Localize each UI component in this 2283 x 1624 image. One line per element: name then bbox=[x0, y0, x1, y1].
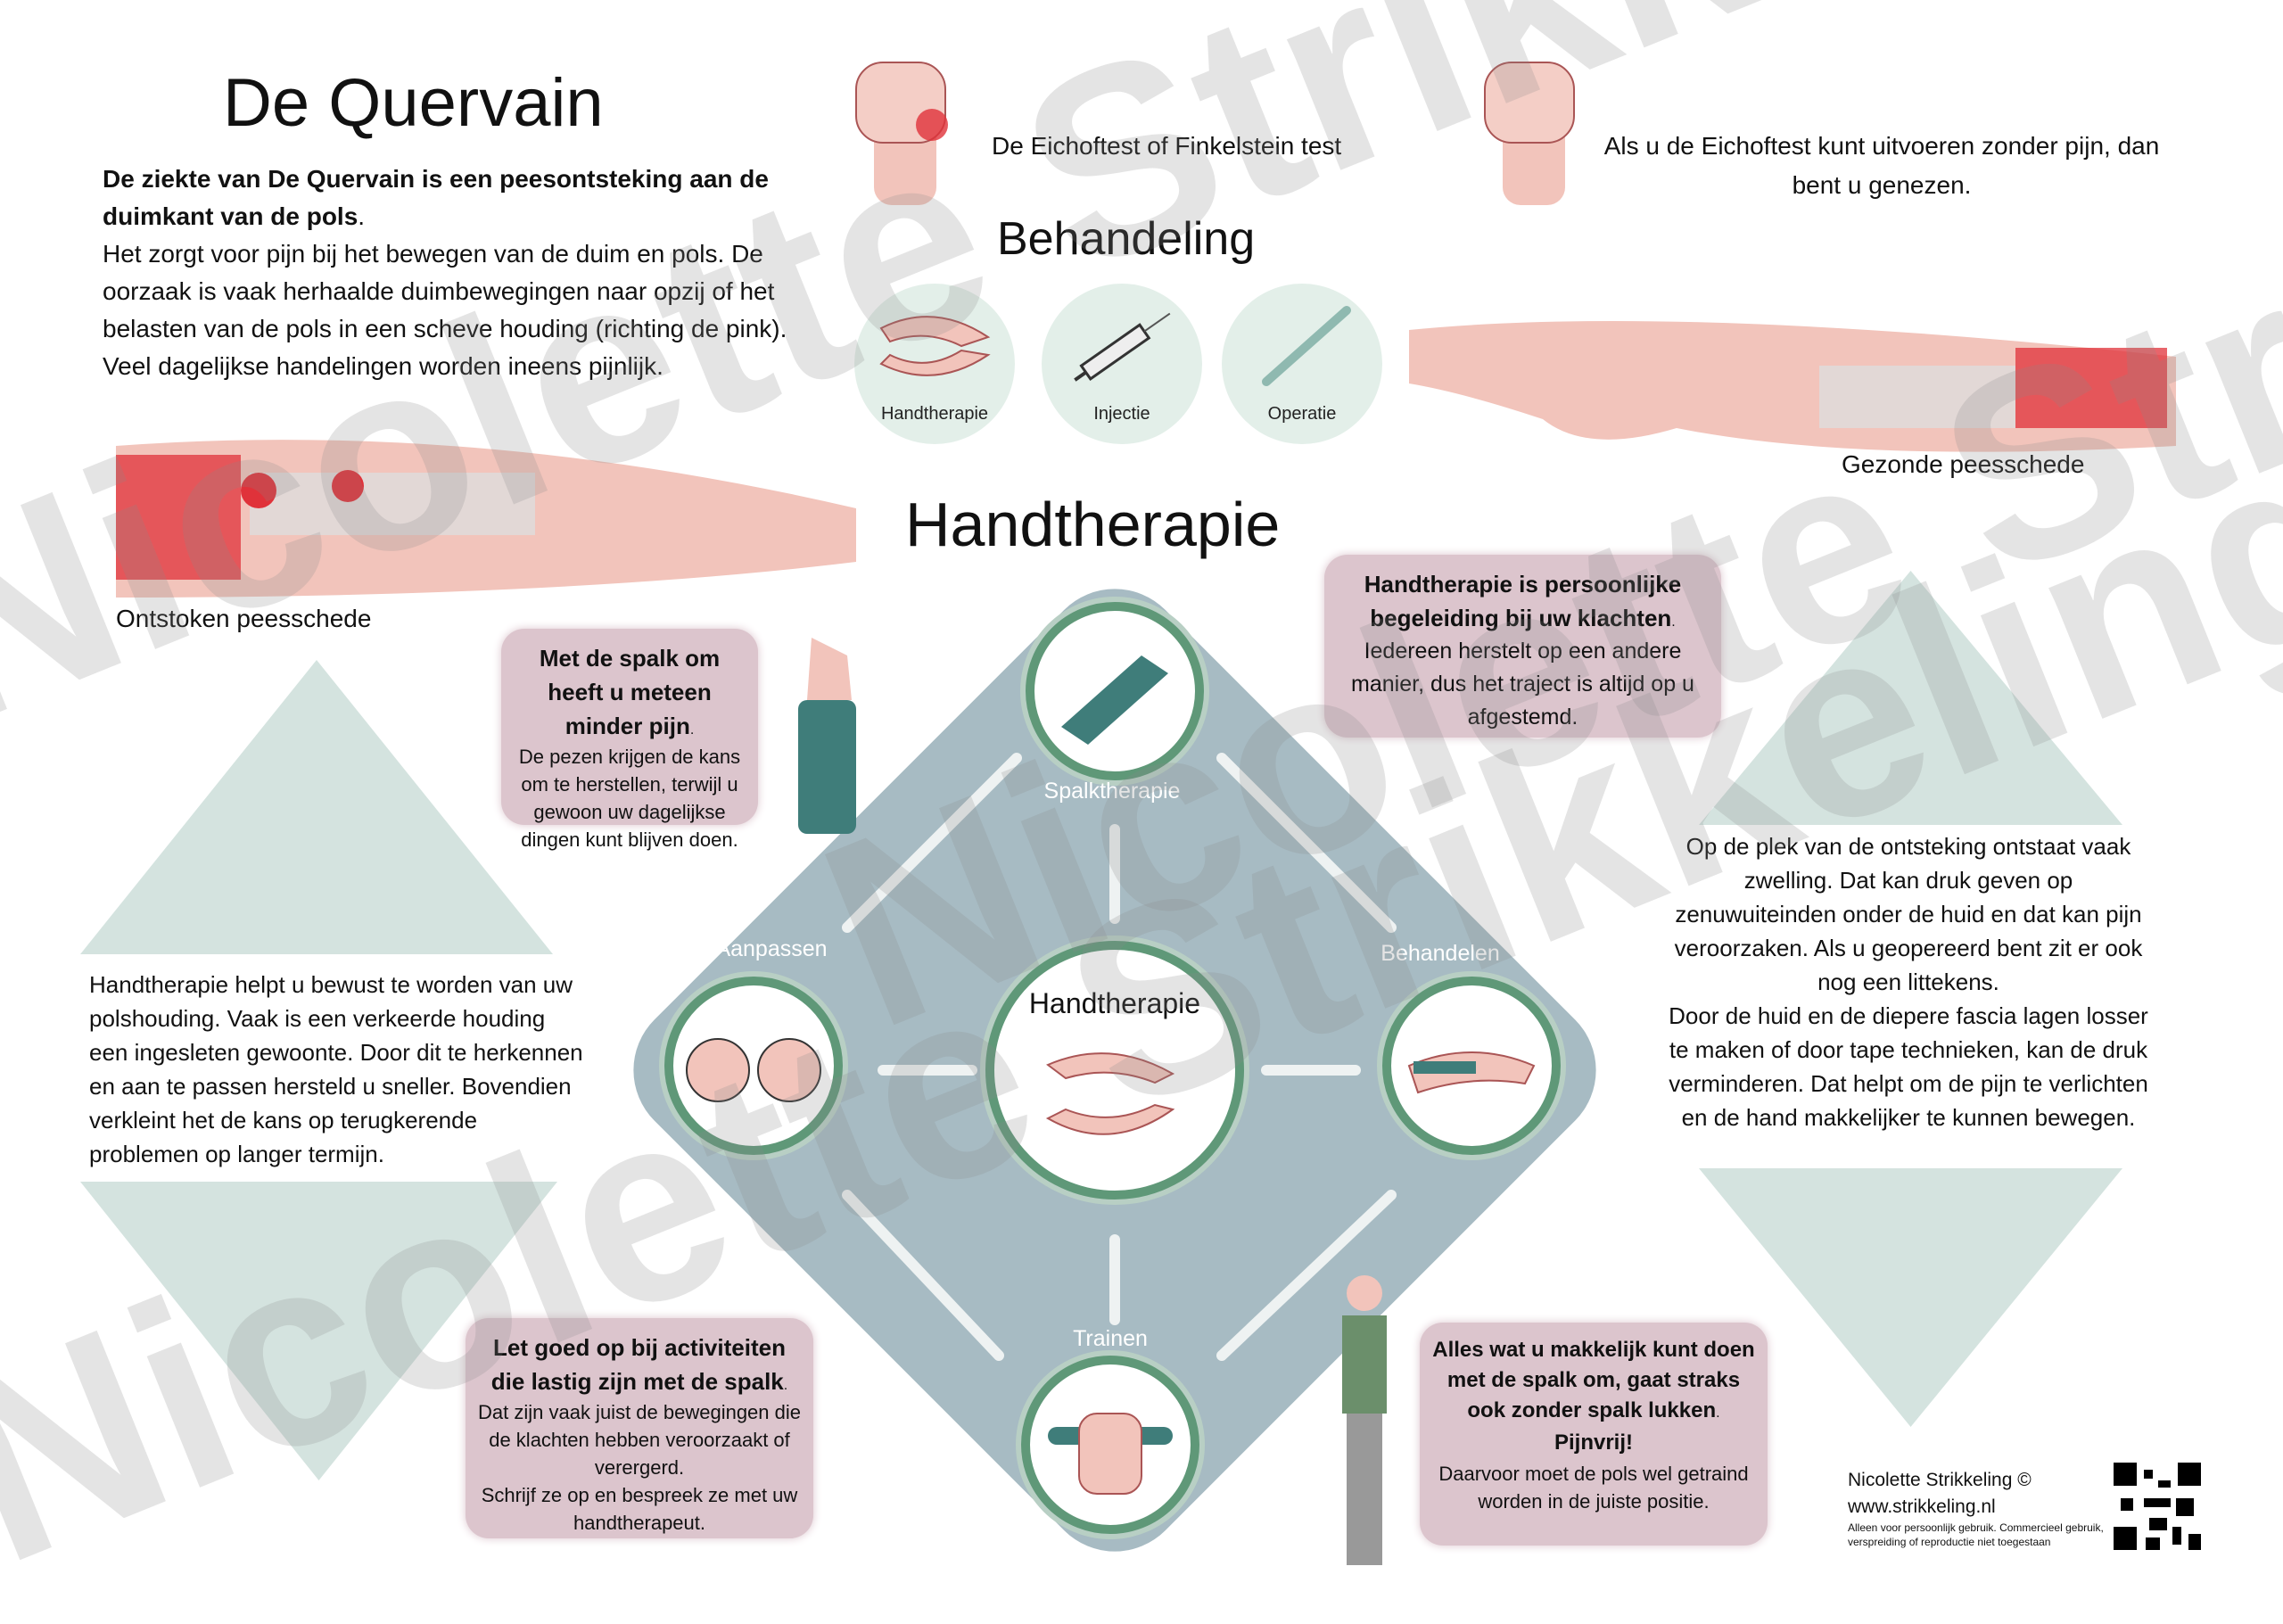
person-training-illustration bbox=[1342, 1275, 1387, 1565]
hands-icon bbox=[879, 316, 991, 376]
treatment-label: Handtherapie bbox=[880, 404, 989, 424]
intro-body: Het zorgt voor pijn bij het bewegen van … bbox=[103, 240, 787, 380]
tape-hand-icon bbox=[1407, 1051, 1536, 1094]
healthy-arm-label: Gezonde peesschede bbox=[1842, 450, 2085, 478]
heads-icon bbox=[686, 1038, 821, 1102]
label-trainen: Trainen bbox=[1073, 1326, 1148, 1351]
box-spalk: Met de spalk om heeft u meteen minder pi… bbox=[501, 629, 758, 851]
treatment-operatie: Operatie bbox=[1222, 284, 1382, 444]
page-title: De Quervain bbox=[223, 65, 604, 141]
box-bold-2: Pijnvrij! bbox=[1554, 1430, 1634, 1455]
box-end: . bbox=[783, 1378, 788, 1393]
behandeling-title: Behandeling bbox=[997, 213, 1256, 265]
inflamed-arm-illustration bbox=[116, 440, 856, 598]
qr-code[interactable] bbox=[2114, 1463, 2201, 1550]
box-bold: Let goed op bij activiteiten die lastig … bbox=[490, 1334, 786, 1395]
intro-text: De ziekte van De Quervain is een peesont… bbox=[103, 161, 834, 385]
treatment-label: Operatie bbox=[1267, 404, 1337, 424]
box-body: Dat zijn vaak juist de bewegingen die de… bbox=[478, 1401, 802, 1479]
test-label: De Eichoftest of Finkelstein test bbox=[992, 132, 1342, 160]
triangle-right-top bbox=[1699, 571, 2122, 825]
syringe-icon bbox=[1074, 312, 1171, 382]
intro-period: . bbox=[358, 202, 366, 230]
treatment-handtherapie: Handtherapie bbox=[854, 284, 1015, 444]
handtherapie-title: Handtherapie bbox=[905, 490, 1281, 559]
splint-icon bbox=[1061, 655, 1168, 745]
right-text-p1: Op de plek van de ontsteking ontstaat va… bbox=[1674, 833, 2143, 995]
label-behandelen: Behandelen bbox=[1381, 941, 1500, 966]
box-end: . bbox=[1671, 614, 1676, 630]
box-bold: Alles wat u makkelijk kunt doen met de s… bbox=[1432, 1338, 1755, 1422]
dumbbell-icon bbox=[1048, 1413, 1173, 1495]
footer-notice: Alleen voor persoonlijk gebruik. Commerc… bbox=[1848, 1521, 2104, 1548]
box-body-2: Schrijf ze op en bespreek ze met uw hand… bbox=[481, 1484, 798, 1534]
inflamed-arm-label: Ontstoken peesschede bbox=[116, 605, 372, 632]
label-aanpassen: Aanpassen bbox=[715, 936, 828, 961]
right-text: Op de plek van de ontsteking ontstaat va… bbox=[1668, 829, 2149, 1134]
box-bold: Handtherapie is persoonlijke begeleiding… bbox=[1364, 571, 1682, 631]
box-body: Iedereen herstelt op een andere manier, … bbox=[1351, 639, 1694, 730]
footer-url[interactable]: www.strikkeling.nl bbox=[1848, 1496, 1996, 1517]
box-body: Daarvoor moet de pols wel getraind worde… bbox=[1438, 1463, 1749, 1513]
triangle-left-top bbox=[80, 660, 553, 954]
node-center: Handtherapie bbox=[985, 941, 1244, 1199]
box-activiteiten: Let goed op bij activiteiten die lastig … bbox=[466, 1318, 813, 1538]
center-label: Handtherapie bbox=[1028, 987, 1201, 1019]
node-aanpassen bbox=[664, 977, 843, 1155]
label-spalktherapie: Spalktherapie bbox=[1043, 779, 1181, 804]
intro-bold: De ziekte van De Quervain is een peesont… bbox=[103, 165, 769, 230]
node-trainen bbox=[1021, 1356, 1199, 1534]
hands-icon bbox=[1045, 1052, 1175, 1135]
box-body: De pezen krijgen de kans om te herstelle… bbox=[518, 746, 741, 851]
box-bold: Met de spalk om heeft u meteen minder pi… bbox=[539, 645, 721, 739]
scalpel-icon bbox=[1262, 306, 1351, 386]
left-text: Handtherapie helpt u bewust te worden va… bbox=[89, 971, 583, 1167]
fist-illustration bbox=[1484, 62, 1575, 205]
box-end: . bbox=[689, 722, 695, 738]
footer: Nicolette Strikkeling © www.strikkeling.… bbox=[1848, 1467, 2115, 1549]
footer-author: Nicolette Strikkeling © bbox=[1848, 1470, 2032, 1490]
healed-text: Als u de Eichoftest kunt uitvoeren zonde… bbox=[1603, 132, 2160, 199]
healthy-arm-illustration bbox=[1409, 321, 2176, 452]
box-trainen: Alles wat u makkelijk kunt doen met de s… bbox=[1420, 1323, 1768, 1546]
fist-pain-illustration bbox=[855, 62, 948, 205]
box-persoonlijk: Handtherapie is persoonlijke begeleiding… bbox=[1324, 555, 1721, 738]
arrows bbox=[842, 753, 1397, 1361]
treatment-label: Injectie bbox=[1093, 404, 1150, 424]
box-end: . bbox=[1716, 1406, 1720, 1421]
treatment-injectie: Injectie bbox=[1042, 284, 1202, 444]
splint-hand-illustration bbox=[798, 638, 856, 834]
node-spalktherapie bbox=[1026, 602, 1204, 780]
node-behandelen bbox=[1382, 977, 1561, 1155]
right-text-p2: Door de huid en de diepere fascia lagen … bbox=[1669, 1002, 2148, 1131]
